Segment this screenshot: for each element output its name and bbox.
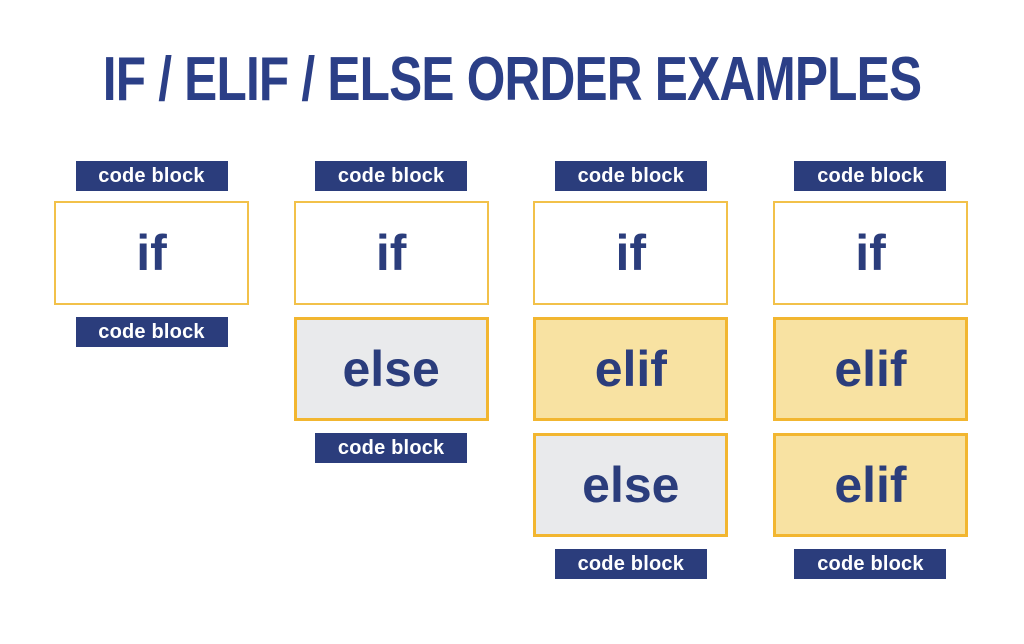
- block-if: if: [54, 201, 249, 305]
- column-if-elif-else: code block if elif else code block: [533, 161, 729, 579]
- columns-row: code block if code block code block if e…: [54, 161, 968, 579]
- block-else: else: [293, 317, 489, 421]
- code-block-label: code block: [315, 161, 468, 191]
- block-elif: elif: [772, 433, 968, 537]
- block-else: else: [533, 433, 729, 537]
- code-block-label: code block: [554, 549, 707, 579]
- page-title: IF / ELIF / ELSE ORDER EXAMPLES: [102, 45, 922, 114]
- column-if-elif-elif: code block if elif elif code block: [772, 161, 968, 579]
- block-elif: elif: [533, 317, 729, 421]
- block-if: if: [293, 201, 489, 305]
- column-if-only: code block if code block: [54, 161, 249, 347]
- code-block-label: code block: [315, 433, 468, 463]
- code-block-label: code block: [554, 161, 707, 191]
- code-block-label: code block: [75, 161, 228, 191]
- code-block-label: code block: [75, 317, 228, 347]
- block-if: if: [772, 201, 968, 305]
- code-block-label: code block: [794, 161, 947, 191]
- block-if: if: [533, 201, 729, 305]
- column-if-else: code block if else code block: [293, 161, 489, 463]
- block-elif: elif: [772, 317, 968, 421]
- code-block-label: code block: [794, 549, 947, 579]
